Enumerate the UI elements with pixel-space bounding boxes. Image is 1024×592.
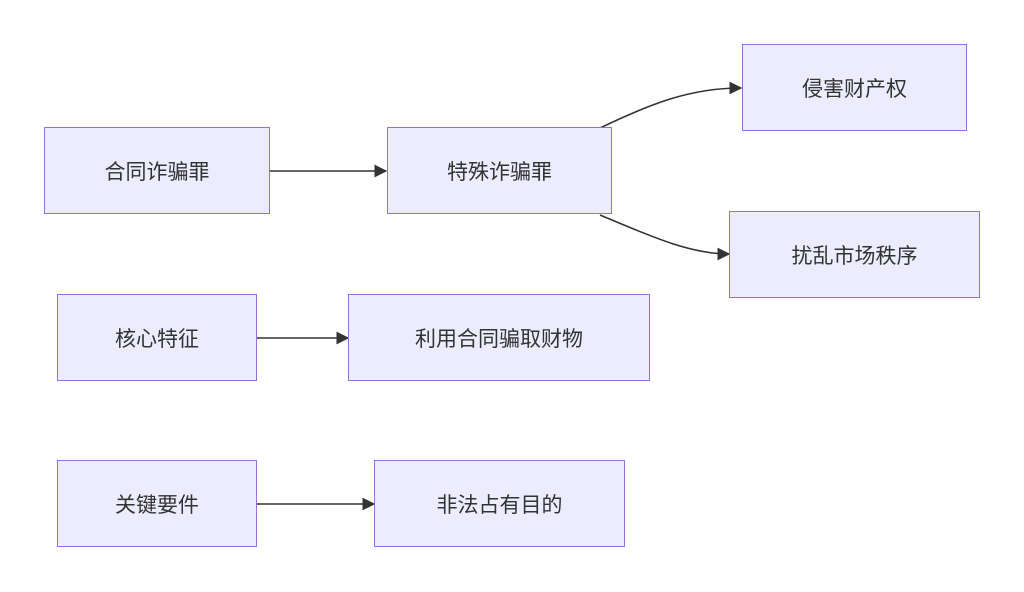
node-disrupt-market: 扰乱市场秩序 [729, 211, 980, 298]
node-label: 核心特征 [115, 326, 199, 351]
node-use-contract: 利用合同骗取财物 [348, 294, 650, 381]
node-label: 非法占有目的 [436, 492, 563, 517]
node-label: 关键要件 [115, 492, 199, 517]
edge-special-fraud-to-disrupt-market [599, 214, 731, 261]
node-label: 侵害财产权 [802, 76, 907, 101]
node-special-fraud: 特殊诈骗罪 [387, 127, 612, 214]
node-core-feature: 核心特征 [57, 294, 257, 381]
node-label: 合同诈骗罪 [104, 159, 210, 184]
edge-special-fraud-to-infringe-property [599, 81, 743, 129]
node-key-element: 关键要件 [57, 460, 257, 547]
node-label: 扰乱市场秩序 [791, 243, 918, 268]
node-label: 特殊诈骗罪 [447, 159, 552, 184]
node-label: 利用合同骗取财物 [415, 326, 583, 351]
node-contract-fraud: 合同诈骗罪 [44, 127, 270, 214]
node-illegal-possession: 非法占有目的 [374, 460, 625, 547]
node-infringe-property: 侵害财产权 [742, 44, 967, 131]
